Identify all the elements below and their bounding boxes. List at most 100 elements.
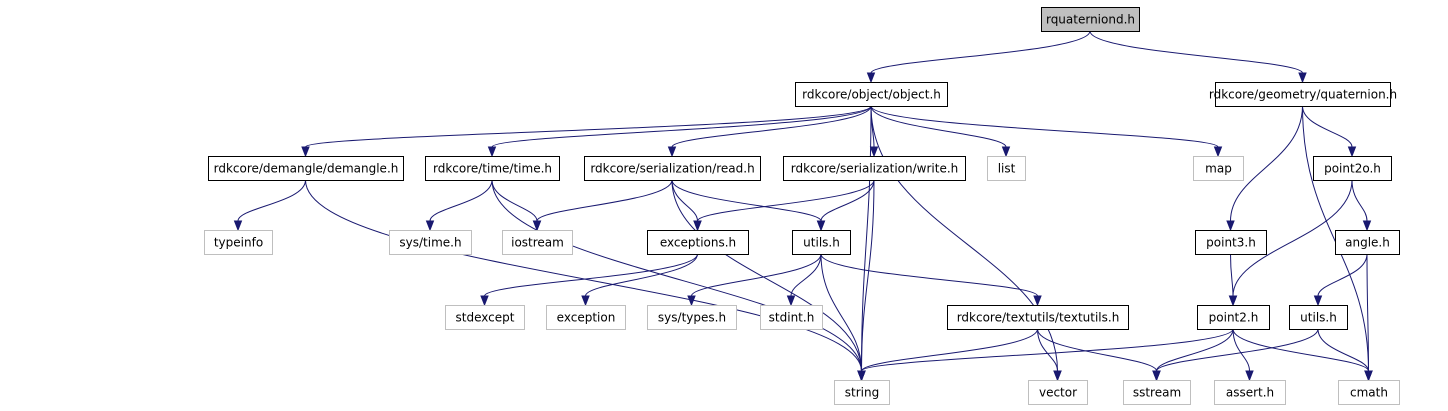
edge-root-to-quaternion <box>1089 30 1303 74</box>
node-point3-label: point3.h <box>1206 236 1256 250</box>
arrowhead-angle-to-utils2 <box>1313 295 1323 307</box>
node-object-box <box>795 82 948 107</box>
edge-object-to-demangle <box>305 105 872 148</box>
edge-point2-to-sstream <box>1156 328 1234 372</box>
node-assert: assert.h <box>1214 380 1286 405</box>
node-systime-label: sys/time.h <box>399 236 461 250</box>
arrowhead-time-to-systime <box>425 220 435 232</box>
node-list-label: list <box>998 162 1016 176</box>
node-point2-label: point2.h <box>1209 311 1259 325</box>
edge-point2-to-assert <box>1232 328 1250 372</box>
edge-utils2-to-cmath <box>1317 328 1369 372</box>
node-assert-box <box>1214 380 1286 405</box>
node-sstream-box <box>1123 380 1191 405</box>
node-angle-label: angle.h <box>1345 236 1390 250</box>
arrowhead-write-to-utils <box>816 220 826 232</box>
node-point2o[interactable]: point2o.h <box>1313 156 1392 181</box>
arrowhead-object-to-time <box>487 146 497 158</box>
edge-write-to-utils <box>820 179 875 222</box>
edge-object-to-map <box>870 105 1219 148</box>
node-string-box <box>834 380 890 405</box>
arrowhead-point3-to-point2 <box>1228 295 1238 307</box>
node-map-label: map <box>1205 162 1232 176</box>
edge-demangle-to-typeinfo <box>237 179 306 222</box>
arrowhead-point2-to-string <box>857 370 866 382</box>
edge-utils-to-textutils <box>820 253 1038 297</box>
arrowhead-textutils-to-vector <box>1053 370 1062 382</box>
arrowhead-write-to-exceptions <box>693 220 702 232</box>
edge-time-to-iostream <box>491 179 538 222</box>
node-string-label: string <box>845 386 879 400</box>
edge-object-to-time <box>491 105 872 148</box>
node-exception-box <box>546 305 626 330</box>
node-point2-box <box>1197 305 1270 330</box>
edge-root-to-object <box>870 30 1091 74</box>
node-root-box <box>1041 7 1140 32</box>
node-exceptions-label: exceptions.h <box>660 236 736 250</box>
node-systypes-box <box>647 305 737 330</box>
node-stdint-label: stdint.h <box>769 311 815 325</box>
node-utils[interactable]: utils.h <box>792 230 851 255</box>
edge-textutils-to-sstream <box>1037 328 1157 372</box>
node-typeinfo: typeinfo <box>204 230 273 255</box>
arrowhead-root-to-object <box>866 72 876 84</box>
edge-utils-to-systypes <box>691 253 822 297</box>
edge-utils-to-stdint <box>790 253 822 297</box>
node-systypes: sys/types.h <box>647 305 737 330</box>
node-cmath-box <box>1338 380 1400 405</box>
node-textutils[interactable]: rdkcore/textutils/textutils.h <box>947 305 1129 330</box>
node-sstream-label: sstream <box>1133 386 1181 400</box>
edge-time-to-string <box>491 179 862 372</box>
node-sstream: sstream <box>1123 380 1191 405</box>
edge-read-to-iostream <box>536 179 673 222</box>
node-stdint: stdint.h <box>760 305 823 330</box>
edge-point2-to-cmath <box>1232 328 1369 372</box>
arrowhead-demangle-to-typeinfo <box>233 220 243 232</box>
edge-read-to-exceptions <box>671 179 698 222</box>
node-vector-label: vector <box>1039 386 1077 400</box>
edge-read-to-utils <box>671 179 822 222</box>
node-read[interactable]: rdkcore/serialization/read.h <box>584 156 761 181</box>
node-time-box <box>425 156 560 181</box>
node-write[interactable]: rdkcore/serialization/write.h <box>783 156 966 181</box>
node-textutils-label: rdkcore/textutils/textutils.h <box>957 311 1120 325</box>
node-utils-box <box>792 230 851 255</box>
arrowhead-utils-to-systypes <box>687 295 696 307</box>
node-vector: vector <box>1028 380 1088 405</box>
arrowhead-object-to-write <box>869 146 879 158</box>
arrowhead-quaternion-to-point3 <box>1226 220 1235 232</box>
node-systypes-label: sys/types.h <box>658 311 726 325</box>
node-demangle[interactable]: rdkcore/demangle/demangle.h <box>208 156 404 181</box>
node-demangle-box <box>208 156 404 181</box>
edge-quaternion-to-point3 <box>1230 105 1303 222</box>
node-angle[interactable]: angle.h <box>1335 230 1400 255</box>
edge-quaternion-to-point2o <box>1302 105 1353 148</box>
edge-object-to-read <box>671 105 872 148</box>
node-map: map <box>1193 156 1244 181</box>
node-root[interactable]: rquaterniond.h <box>1041 7 1140 32</box>
arrowhead-utils2-to-cmath <box>1364 370 1373 382</box>
node-cmath-label: cmath <box>1350 386 1388 400</box>
edge-read-to-string <box>671 179 862 372</box>
node-exceptions[interactable]: exceptions.h <box>647 230 749 255</box>
node-point2[interactable]: point2.h <box>1197 305 1270 330</box>
node-typeinfo-label: typeinfo <box>214 236 263 250</box>
node-write-box <box>783 156 966 181</box>
arrowhead-object-to-read <box>667 146 677 158</box>
node-point3[interactable]: point3.h <box>1195 230 1267 255</box>
node-point3-box <box>1195 230 1267 255</box>
edge-textutils-to-string <box>861 328 1038 372</box>
node-time[interactable]: rdkcore/time/time.h <box>425 156 560 181</box>
node-stdexcept-box <box>445 305 525 330</box>
node-quaternion[interactable]: rdkcore/geometry/quaternion.h <box>1209 82 1397 107</box>
node-stdexcept-label: stdexcept <box>456 311 515 325</box>
node-iostream-label: iostream <box>511 236 564 250</box>
arrowhead-object-to-demangle <box>301 146 310 158</box>
node-vector-box <box>1028 380 1088 405</box>
node-typeinfo-box <box>204 230 273 255</box>
node-exception-label: exception <box>557 311 616 325</box>
node-object[interactable]: rdkcore/object/object.h <box>795 82 948 107</box>
node-assert-label: assert.h <box>1226 386 1274 400</box>
node-utils2-label: utils.h <box>1300 311 1337 325</box>
node-utils2[interactable]: utils.h <box>1289 305 1348 330</box>
